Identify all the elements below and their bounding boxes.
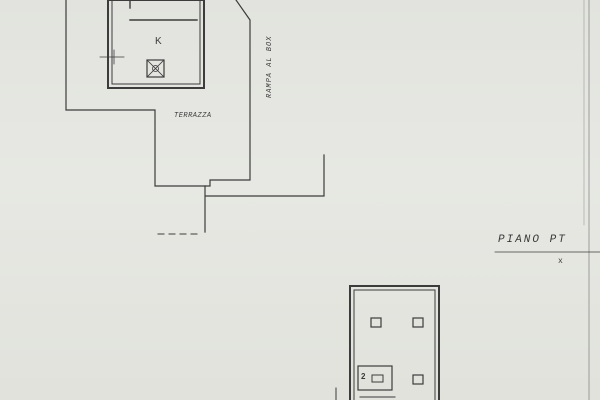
lower-block-wall-outer <box>349 285 440 400</box>
wc-number: 2 <box>361 372 366 381</box>
floor-mark: x <box>558 257 563 266</box>
room-label-kitchen: K <box>155 36 162 47</box>
floor-label: PIANO PT <box>498 234 567 246</box>
fixture-icon <box>412 374 424 385</box>
fixture-icon <box>412 317 424 328</box>
wc-fixture-icon <box>371 374 384 383</box>
terrace-label: TERRAZZA <box>174 112 212 120</box>
ramp-outline <box>204 154 325 233</box>
ramp-label: RAMPA AL BOX <box>266 35 274 98</box>
upper-block-outline <box>65 0 251 187</box>
wc-cubicle <box>357 365 393 391</box>
kitchen-wall-inner <box>111 0 201 85</box>
stove-icon <box>146 59 165 78</box>
kitchen-wall-outer <box>107 0 205 89</box>
fixture-icon <box>370 317 382 328</box>
lower-block-wall-inner <box>353 289 436 400</box>
